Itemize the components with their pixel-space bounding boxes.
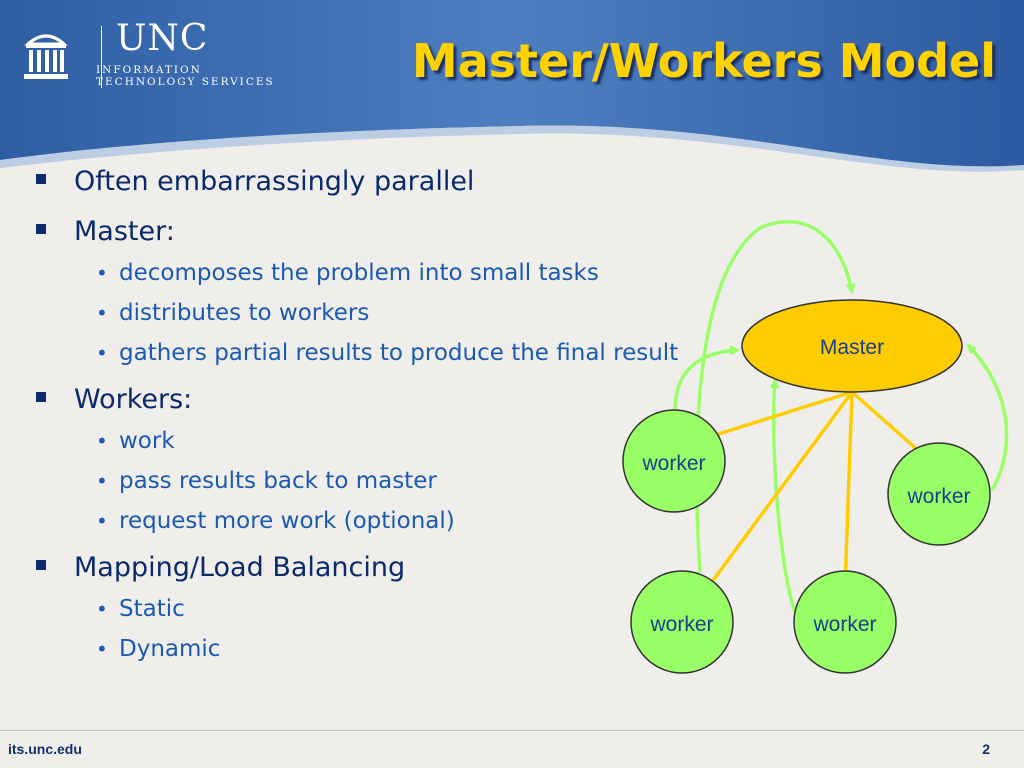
worker-label-1: worker [641, 452, 705, 475]
bullet-text: Often embarrassingly parallel [74, 166, 475, 197]
logo-divider [101, 26, 102, 88]
sub-bullet-text: decomposes the problem into small tasks [119, 260, 599, 286]
round-bullet-icon: • [96, 469, 108, 493]
bullet-item: Mapping/Load Balancing [36, 550, 676, 586]
sub-bullet-item: • work [36, 426, 676, 456]
square-bullet-icon [36, 224, 46, 234]
unc-its-logo: UNC INFORMATION TECHNOLOGY SERVICES [24, 18, 284, 92]
sub-bullet-item: • request more work (optional) [36, 506, 676, 536]
task-arrow-w3 [698, 390, 854, 600]
worker-label-2: worker [906, 485, 970, 508]
round-bullet-icon: • [96, 341, 108, 365]
square-bullet-icon [36, 560, 46, 570]
bullet-item: Master: [36, 214, 676, 250]
round-bullet-icon: • [96, 429, 108, 453]
old-well-icon [24, 34, 68, 79]
sub-bullet-text: request more work (optional) [119, 508, 455, 534]
square-bullet-icon [36, 392, 46, 402]
sub-bullet-text: pass results back to master [119, 468, 437, 494]
sub-bullet-text: Static [119, 596, 185, 622]
task-arrow-w4 [840, 391, 854, 590]
sub-bullet-item: • pass results back to master [36, 466, 676, 496]
logo-unc-text: UNC [116, 18, 209, 59]
bullet-text: Mapping/Load Balancing [74, 552, 406, 583]
sub-bullet-item: • decomposes the problem into small tasks [36, 258, 676, 288]
result-arrow-w4 [769, 378, 797, 613]
round-bullet-icon: • [96, 509, 108, 533]
round-bullet-icon: • [96, 261, 108, 285]
sub-bullet-text: distributes to workers [119, 300, 370, 326]
round-bullet-icon: • [96, 301, 108, 325]
round-bullet-icon: • [96, 637, 108, 661]
worker-node-3 [630, 570, 734, 674]
sub-bullet-item: • distributes to workers [36, 298, 676, 328]
footer-site: its.unc.edu [8, 741, 82, 757]
bullet-item: Workers: [36, 382, 676, 418]
logo-information-text: INFORMATION [96, 64, 202, 76]
sub-bullet-item: • Dynamic [36, 634, 676, 664]
sub-bullet-text: Dynamic [119, 636, 221, 662]
page-number: 2 [982, 741, 990, 757]
master-label: Master [820, 336, 884, 359]
slide-title: Master/Workers Model [411, 34, 996, 88]
task-arrow-w1 [691, 390, 853, 445]
worker-node-1 [622, 409, 726, 513]
round-bullet-icon: • [96, 597, 108, 621]
bullet-item: Often embarrassingly parallel [36, 164, 676, 200]
header-band [0, 0, 1024, 172]
sub-bullet-text: work [119, 428, 175, 454]
logo-technology-services-text: TECHNOLOGY SERVICES [96, 76, 275, 88]
worker-label-4: worker [812, 613, 876, 636]
footer-divider [0, 730, 1024, 731]
worker-label-3: worker [649, 613, 713, 636]
master-workers-diagram: Master worker worker worker worker [622, 219, 1009, 674]
bullet-text: Master: [74, 216, 175, 247]
sub-bullet-item: • gathers partial results to produce the … [36, 338, 679, 368]
sub-bullet-item: • Static [36, 594, 676, 624]
result-arrow-w2 [966, 343, 1009, 491]
sub-bullet-text: gathers partial results to produce the f… [119, 340, 679, 366]
bullet-text: Workers: [74, 384, 193, 415]
square-bullet-icon [36, 174, 46, 184]
worker-node-2 [887, 442, 991, 546]
master-node [741, 299, 963, 393]
result-arrow-w1 [673, 345, 740, 411]
bullet-list: Often embarrassingly parallel Master: • d… [36, 164, 679, 664]
worker-node-4 [793, 570, 897, 674]
